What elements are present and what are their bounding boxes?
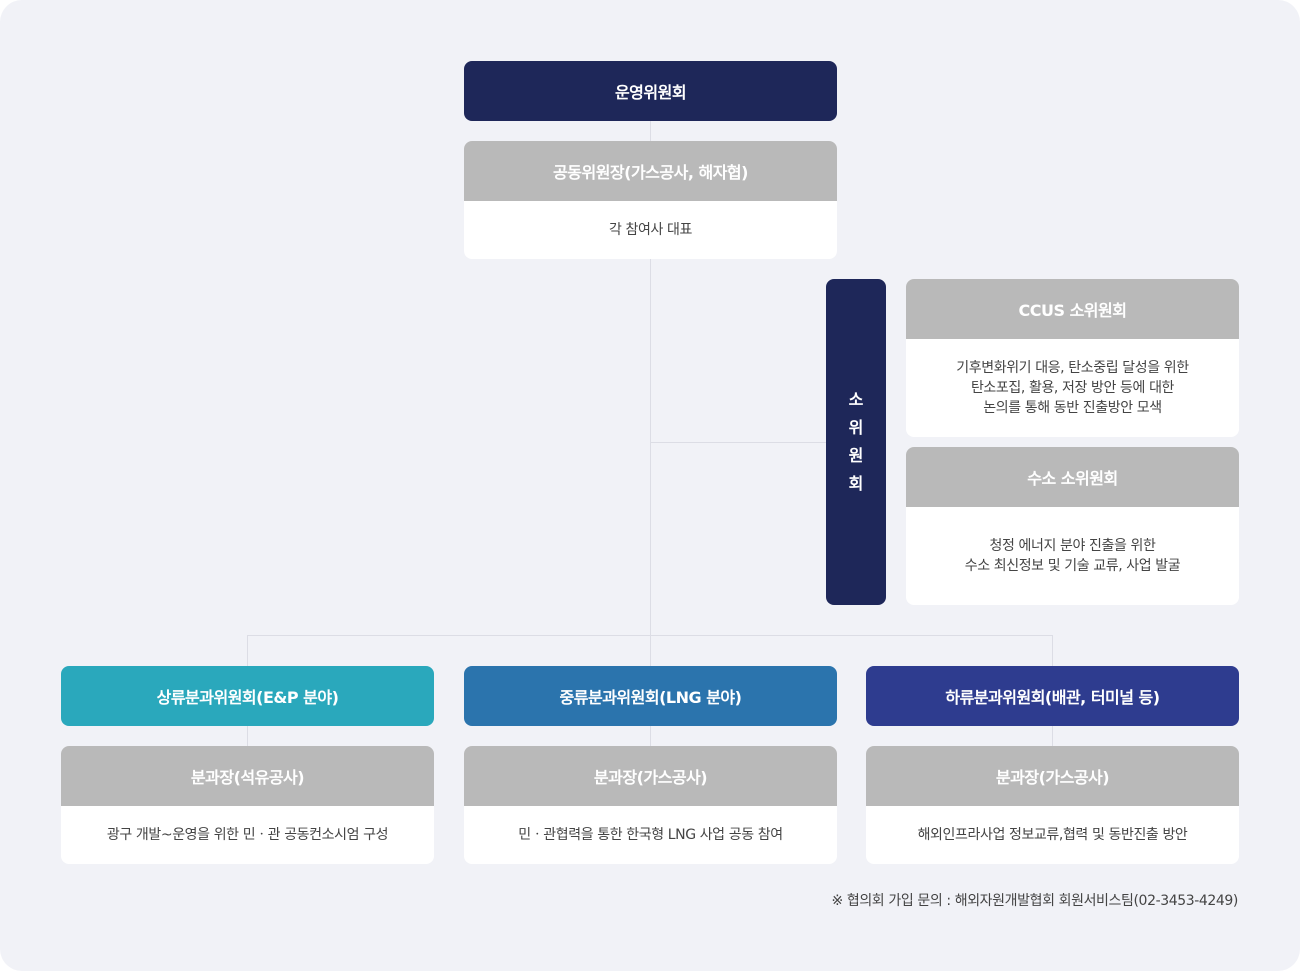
subcommittee-label: 소 위 원 회 bbox=[826, 279, 886, 605]
upstream-lead-header: 분과장(석유공사) bbox=[61, 746, 434, 806]
upstream-lead-body: 광구 개발~운영을 위한 민ㆍ관 공동컨소시엄 구성 bbox=[106, 827, 389, 843]
midstream-division-title: 중류분과위원회(LNG 분야) bbox=[464, 666, 837, 726]
midstream-lead-body: 민ㆍ관협력을 통한 한국형 LNG 사업 공동 참여 bbox=[518, 827, 783, 843]
hydrogen-subcommittee-body: 청정 에너지 분야 진출을 위한 수소 최신정보 및 기술 교류, 사업 발굴 bbox=[964, 538, 1181, 574]
ccus-subcommittee-box: CCUS 소위원회 기후변화위기 대응, 탄소중립 달성을 위한 탄소포집, 활… bbox=[906, 279, 1239, 437]
upstream-lead-box: 분과장(석유공사) 광구 개발~운영을 위한 민ㆍ관 공동컨소시엄 구성 bbox=[61, 746, 434, 864]
ccus-subcommittee-body: 기후변화위기 대응, 탄소중립 달성을 위한 탄소포집, 활용, 저장 방안 등… bbox=[956, 360, 1189, 416]
subcommittee-label-char: 회 bbox=[848, 474, 864, 493]
downstream-division-title: 하류분과위원회(배관, 터미널 등) bbox=[866, 666, 1239, 726]
steering-committee-title: 운영위원회 bbox=[464, 61, 837, 121]
co-chair-header: 공동위원장(가스공사, 해자협) bbox=[464, 141, 837, 201]
ccus-subcommittee-header: CCUS 소위원회 bbox=[906, 279, 1239, 339]
co-chair-box: 공동위원장(가스공사, 해자협) 각 참여사 대표 bbox=[464, 141, 837, 259]
subcommittee-label-char: 원 bbox=[848, 446, 864, 465]
subcommittee-label-char: 소 bbox=[848, 390, 864, 409]
midstream-lead-header: 분과장(가스공사) bbox=[464, 746, 837, 806]
subcommittee-label-char: 위 bbox=[848, 418, 864, 437]
hydrogen-subcommittee-box: 수소 소위원회 청정 에너지 분야 진출을 위한 수소 최신정보 및 기술 교류… bbox=[906, 447, 1239, 605]
upstream-division-title: 상류분과위원회(E&P 분야) bbox=[61, 666, 434, 726]
connector-subcommittee bbox=[650, 442, 826, 443]
downstream-lead-header: 분과장(가스공사) bbox=[866, 746, 1239, 806]
connector-trunk bbox=[650, 120, 651, 746]
hydrogen-subcommittee-header: 수소 소위원회 bbox=[906, 447, 1239, 507]
co-chair-body: 각 참여사 대표 bbox=[609, 222, 692, 238]
downstream-lead-body: 해외인프라사업 정보교류,협력 및 동반진출 방안 bbox=[917, 827, 1188, 843]
downstream-lead-box: 분과장(가스공사) 해외인프라사업 정보교류,협력 및 동반진출 방안 bbox=[866, 746, 1239, 864]
membership-inquiry-note: ※ 협의회 가입 문의 : 해외자원개발협회 회원서비스팀(02-3453-42… bbox=[831, 893, 1238, 909]
connector-divisions-horizontal bbox=[247, 635, 1053, 636]
midstream-lead-box: 분과장(가스공사) 민ㆍ관협력을 통한 한국형 LNG 사업 공동 참여 bbox=[464, 746, 837, 864]
